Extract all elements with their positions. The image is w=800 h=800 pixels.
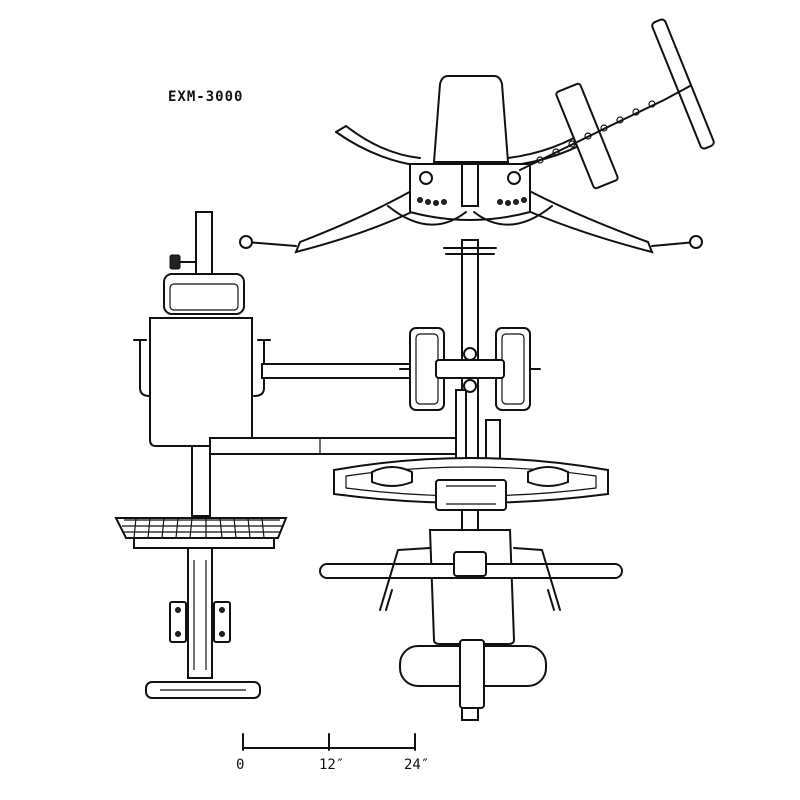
left-unit [114,211,288,699]
model-label: EXM-3000 [168,89,244,105]
lat-bar-assembly [519,18,715,190]
base-beams [209,363,463,455]
scale-tick-12: 12″ [319,757,345,773]
scale-tick-0: 0 [236,757,245,773]
scale-bar [242,733,416,751]
scale-tick-24: 24″ [404,757,430,773]
main-unit [239,75,703,721]
